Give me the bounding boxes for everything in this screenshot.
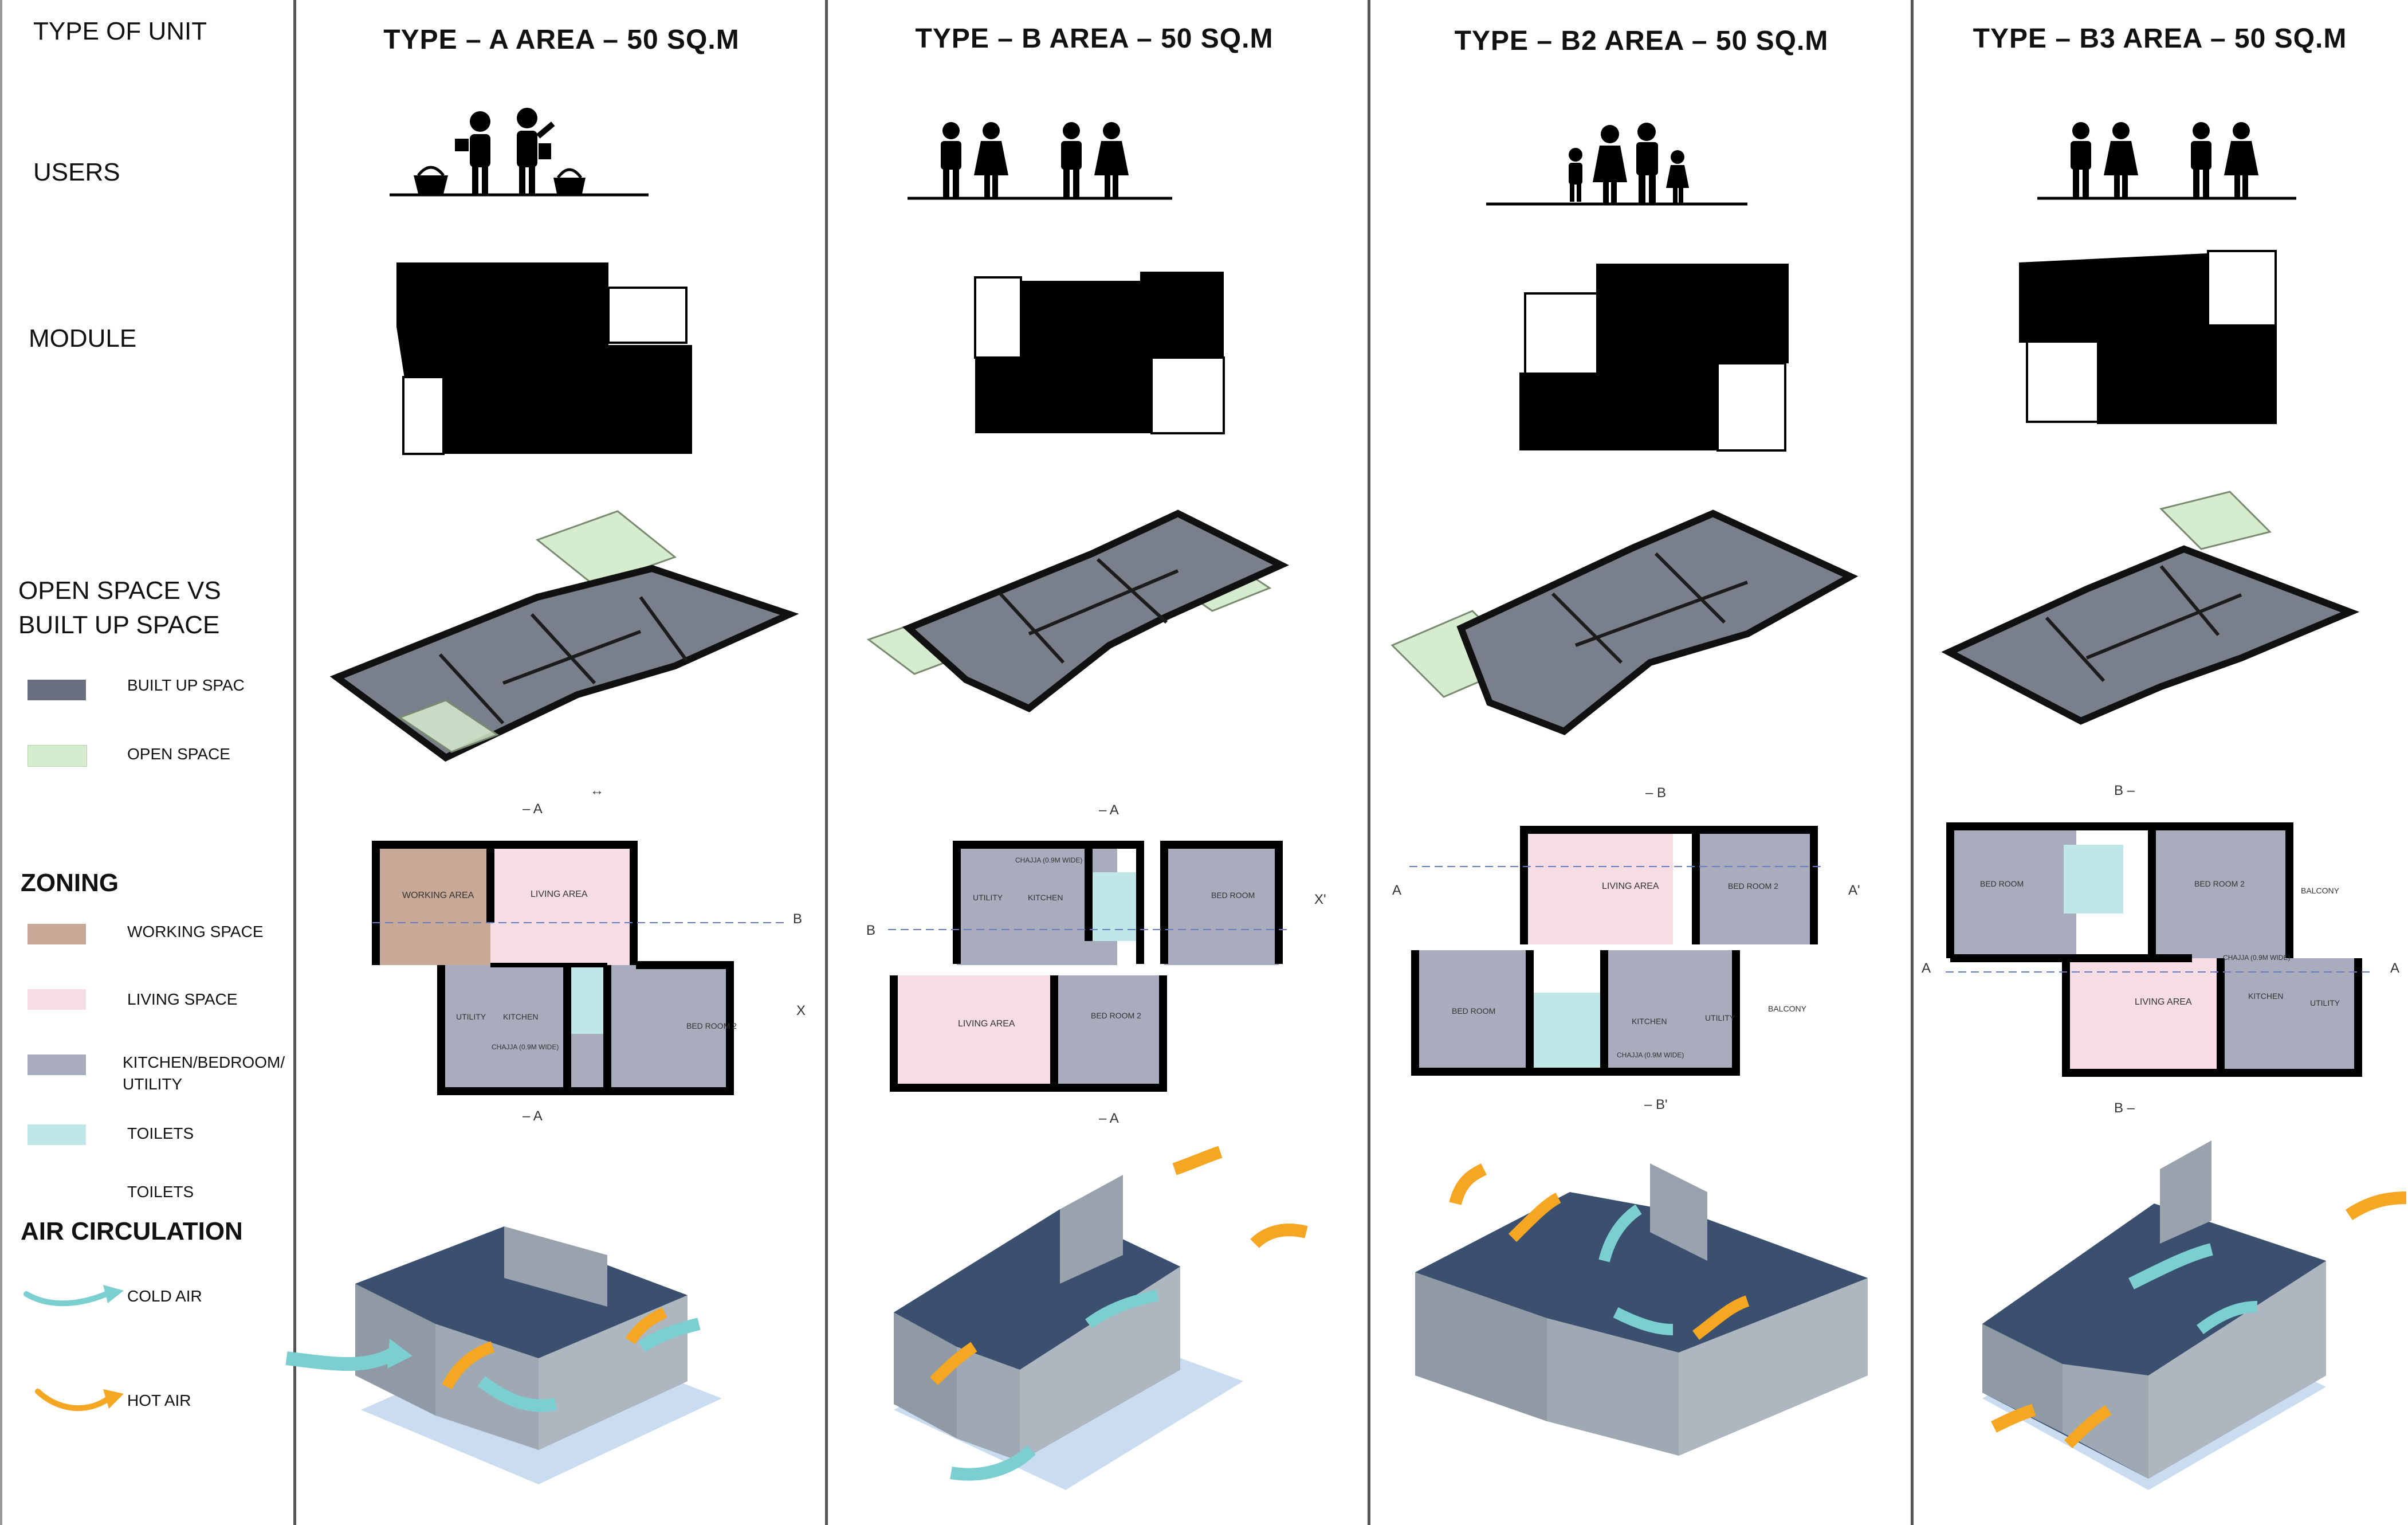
iso-section-b3: B –	[2114, 783, 2135, 798]
zoning-label-kitchen-a: KITCHEN	[503, 1012, 539, 1021]
legend-label-hot-air: HOT AIR	[127, 1391, 191, 1409]
divider-1	[293, 0, 296, 1525]
zoning-plan-a	[372, 841, 785, 1095]
zoning-label-bedroom-a: BED ROOM 2	[686, 1021, 737, 1030]
zoning-label-kitchen-b: KITCHEN	[1028, 893, 1063, 902]
air-render-b2	[1415, 1163, 1868, 1456]
zoning-label-bedroom-b2: BED ROOM	[1452, 1006, 1496, 1016]
zoning-label-utility-b2: UTILITY	[1705, 1013, 1735, 1022]
zoning-section-a-left: B	[793, 911, 803, 927]
users-pictogram-b	[908, 122, 1172, 200]
air-render-b3	[1982, 1140, 2407, 1490]
iso-section-arrow-a: ↔	[590, 783, 604, 798]
legend-label-toilets: TOILETS	[127, 1124, 194, 1142]
unit-title-b: TYPE – B AREA – 50 SQ.M	[915, 23, 1274, 54]
zoning-label-working-area: WORKING AREA	[402, 891, 474, 900]
zoning-plan-b	[888, 841, 1289, 1092]
zoning-label-utility-b: UTILITY	[973, 893, 1003, 902]
zoning-label-chajja-b3: CHAJJA (0.9M WIDE)	[2223, 954, 2291, 962]
zoning-label-bedroom2-b: BED ROOM 2	[1091, 1011, 1141, 1020]
zoning-label-living-area-a: LIVING AREA	[531, 889, 588, 899]
legend-label-living-space: LIVING SPACE	[127, 990, 238, 1008]
divider-3	[1368, 0, 1370, 1525]
iso-plan-b	[866, 509, 1289, 712]
legend-label-kitchen-2: UTILITY	[123, 1075, 183, 1093]
zoning-section-a-bottom: – A	[523, 1108, 543, 1124]
module-diagram-b3	[2019, 250, 2277, 424]
zoning-label-balcony-b3: BALCONY	[2301, 886, 2339, 895]
cold-air-legend-icon	[23, 1285, 124, 1307]
row-label-module: MODULE	[29, 324, 137, 352]
row-label-open-vs-built-2: BUILT UP SPACE	[18, 611, 220, 639]
zoning-section-b3-right: A	[2390, 961, 2400, 976]
users-pictogram-b3	[2037, 122, 2296, 200]
zoning-label-balcony-b2: BALCONY	[1768, 1004, 1806, 1013]
row-label-zoning: ZONING	[21, 869, 119, 897]
iso-plan-a	[329, 510, 799, 762]
legend-swatch-working-space	[28, 924, 86, 944]
zoning-label-bedroom2-b3: BED ROOM 2	[2194, 879, 2245, 888]
zoning-section-b3-bottom: B –	[2114, 1100, 2135, 1116]
legend-label-built-up: BUILT UP SPAC	[127, 676, 245, 694]
legend-swatch-kitchen	[28, 1054, 86, 1075]
zoning-label-bedroom-b3: BED ROOM	[1980, 879, 2024, 888]
iso-section-a: – A	[523, 801, 543, 817]
legend-label-open-space: OPEN SPACE	[127, 745, 230, 763]
zoning-section-b2-left: A	[1392, 883, 1402, 898]
zoning-label-chajja-a: CHAJJA (0.9M WIDE)	[492, 1043, 559, 1051]
legend-label-working-space: WORKING SPACE	[127, 923, 264, 940]
zoning-label-chajja-b2: CHAJJA (0.9M WIDE)	[1617, 1051, 1684, 1059]
row-label-open-vs-built-1: OPEN SPACE VS	[18, 577, 221, 605]
divider-4	[1911, 0, 1914, 1525]
zoning-section-b2-bottom: – B'	[1644, 1097, 1668, 1112]
zoning-label-kitchen-b2: KITCHEN	[1632, 1017, 1667, 1026]
unit-title-b3: TYPE – B3 AREA – 50 SQ.M	[1973, 23, 2347, 54]
air-render-a	[285, 1226, 722, 1484]
legend-swatch-living-space	[28, 989, 86, 1010]
legend-swatch-toilets	[28, 1124, 86, 1145]
zoning-section-b-right: X'	[1314, 892, 1326, 907]
legend-swatch-open-space	[28, 745, 87, 767]
zoning-plan-b3	[1946, 822, 2370, 1077]
module-diagram-a	[396, 262, 692, 455]
legend-swatch-built-up	[28, 680, 86, 700]
zoning-section-b-top: – A	[1099, 1111, 1119, 1126]
iso-plan-b3	[1941, 491, 2360, 725]
zoning-label-utility-a: UTILITY	[456, 1012, 486, 1021]
unit-title-a: TYPE – A AREA – 50 SQ.M	[383, 25, 740, 55]
zoning-section-b3-left: A	[1922, 961, 1931, 976]
zoning-plan-b2	[1409, 826, 1822, 1076]
unit-title-b2: TYPE – B2 AREA – 50 SQ.M	[1454, 26, 1829, 56]
legend-label-kitchen-1: KITCHEN/BEDROOM/	[123, 1053, 285, 1071]
row-label-users: USERS	[33, 158, 120, 186]
air-render-b	[894, 1146, 1308, 1490]
legend-label-cold-air: COLD AIR	[127, 1287, 202, 1305]
zoning-label-bedroom2-b2: BED ROOM 2	[1728, 881, 1778, 891]
left-border	[0, 0, 2, 1525]
users-pictogram-b2	[1486, 123, 1747, 206]
zoning-label-living-area-b: LIVING AREA	[958, 1019, 1015, 1029]
zoning-label-kitchen-b3: KITCHEN	[2248, 991, 2284, 1001]
zoning-label-living-area-b2: LIVING AREA	[1602, 881, 1659, 891]
zoning-label-chajja-b: CHAJJA (0.9M WIDE)	[1015, 856, 1083, 864]
module-diagram-b	[974, 272, 1225, 434]
iso-plan-b2	[1390, 509, 1859, 735]
zoning-label-living-area-b3: LIVING AREA	[2135, 997, 2192, 1007]
row-label-air-circulation: AIR CIRCULATION	[21, 1217, 243, 1245]
hot-air-legend-icon	[35, 1389, 124, 1412]
divider-2	[825, 0, 828, 1525]
zoning-section-b2-right: A'	[1848, 883, 1860, 898]
iso-section-b: – A	[1099, 802, 1119, 818]
row-label-type-of-unit: TYPE OF UNIT	[33, 17, 207, 45]
module-diagram-b2	[1519, 264, 1789, 452]
iso-section-b2: – B	[1645, 785, 1667, 801]
legend-label-toilets-2: TOILETS	[127, 1183, 194, 1201]
users-pictogram-a	[390, 108, 649, 197]
zoning-section-a-right: X	[796, 1003, 806, 1018]
zoning-section-b-left: B	[866, 923, 876, 938]
zoning-label-bedroom-b: BED ROOM	[1211, 891, 1255, 900]
zoning-label-utility-b3: UTILITY	[2310, 998, 2340, 1007]
